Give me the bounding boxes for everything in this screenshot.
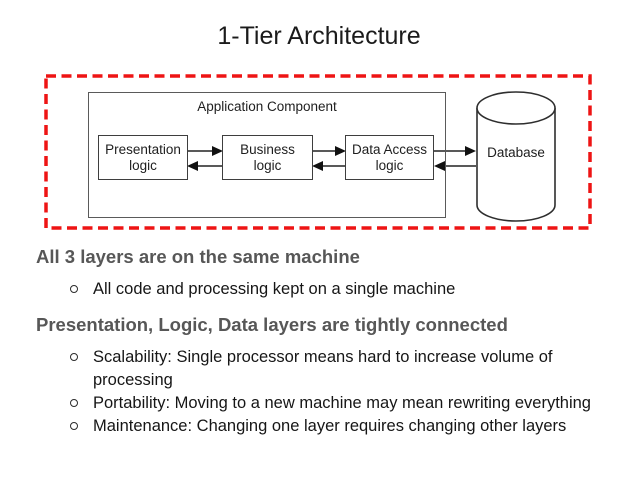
presentation-logic-label-line2: logic bbox=[129, 157, 157, 173]
data-access-logic-label-line1: Data Access bbox=[351, 141, 428, 157]
section-heading: All 3 layers are on the same machine bbox=[36, 246, 360, 267]
data-access-logic-label-line2: logic bbox=[375, 157, 404, 173]
hollow-circle-bullet-icon bbox=[70, 422, 78, 430]
business-logic-label-line2: logic bbox=[253, 157, 282, 173]
database-cylinder-icon bbox=[476, 91, 556, 222]
section-heading: Presentation, Logic, Data layers are tig… bbox=[36, 314, 508, 335]
slide-body: All 3 layers are on the same machine All… bbox=[36, 246, 616, 438]
diagram-canvas bbox=[44, 74, 592, 230]
bullet-item: Scalability: Single processor means hard… bbox=[36, 346, 611, 392]
section-same-machine: All 3 layers are on the same machine All… bbox=[36, 246, 616, 301]
bullet-item: Portability: Moving to a new machine may… bbox=[36, 392, 611, 415]
bullet-list: Scalability: Single processor means hard… bbox=[36, 346, 611, 438]
arrow-head-left-icon bbox=[434, 161, 445, 171]
arrow-head-left-icon bbox=[187, 161, 198, 171]
presentation-logic-label-line1: Presentation bbox=[105, 141, 181, 157]
bullet-list: All code and processing kept on a single… bbox=[36, 278, 611, 301]
slide-title: 1-Tier Architecture bbox=[217, 22, 421, 50]
architecture-diagram: Application Component Presentation logic… bbox=[44, 74, 592, 230]
hollow-circle-bullet-icon bbox=[70, 285, 78, 293]
section-tightly-connected: Presentation, Logic, Data layers are tig… bbox=[36, 314, 616, 438]
hollow-circle-bullet-icon bbox=[70, 353, 78, 361]
application-component-box: Application Component bbox=[88, 92, 446, 218]
database-label: Database bbox=[487, 145, 545, 160]
presentation-logic-box: Presentation logic bbox=[98, 135, 188, 180]
arrow-head-right-icon bbox=[335, 146, 346, 156]
bullet-item: Maintenance: Changing one layer requires… bbox=[36, 415, 611, 438]
hollow-circle-bullet-icon bbox=[70, 399, 78, 407]
red-dashed-border bbox=[44, 74, 592, 230]
bullet-text: All code and processing kept on a single… bbox=[93, 280, 456, 298]
data-access-logic-box: Data Access logic bbox=[345, 135, 434, 180]
business-logic-label-line1: Business bbox=[240, 141, 295, 157]
arrow-head-right-icon bbox=[212, 146, 223, 156]
bullet-text: Portability: Moving to a new machine may… bbox=[93, 394, 591, 412]
business-logic-box: Business logic bbox=[222, 135, 313, 180]
arrow-head-right-icon bbox=[465, 146, 476, 156]
application-component-label: Application Component bbox=[197, 99, 337, 114]
arrow-head-left-icon bbox=[312, 161, 323, 171]
bullet-item: All code and processing kept on a single… bbox=[36, 278, 611, 301]
bullet-text: Maintenance: Changing one layer requires… bbox=[93, 417, 567, 435]
bullet-text: Scalability: Single processor means hard… bbox=[93, 348, 553, 389]
